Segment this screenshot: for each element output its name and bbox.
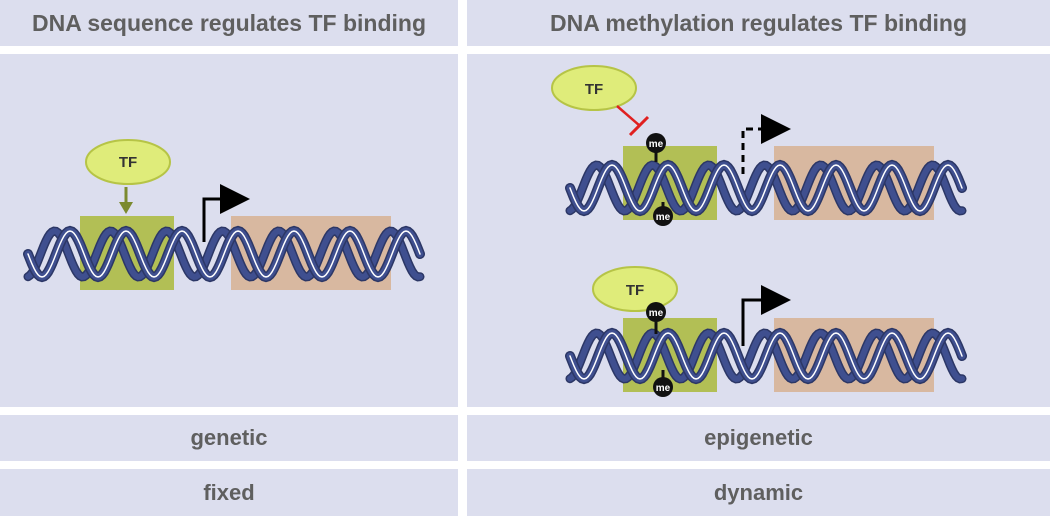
dna-back-strand-fill: [567, 330, 965, 382]
tf-label: TF: [119, 154, 137, 171]
right-diagram-svg: TF me me TF me: [551, 65, 967, 397]
tf-protein: [85, 139, 171, 185]
methyl-group-bottom-upper: [646, 302, 666, 322]
activation-arrowhead: [119, 202, 133, 214]
transcription-start-arrow-bottom: [741, 285, 791, 346]
left-mechanism-label: genetic: [0, 415, 458, 461]
tf-label-top: TF: [585, 81, 603, 98]
bound-scenario: TF me me: [565, 266, 967, 397]
inhibition-bar: [628, 115, 650, 137]
inhibition-line: [616, 105, 641, 127]
left-header: DNA sequence regulates TF binding: [0, 0, 458, 46]
dna-front-strand-highlight: [569, 332, 963, 380]
dna-helix-bottom: [565, 327, 967, 385]
dna-helix-top: [565, 159, 967, 217]
dna-front-strand-highlight: [569, 164, 963, 212]
dna-front-strand-highlight: [27, 230, 421, 278]
transcription-start-arrow: [202, 184, 250, 242]
methyl-group-bottom-lower: [653, 377, 673, 397]
methyl-label-bottom-upper: me: [649, 308, 664, 319]
tf-protein-top: [551, 65, 637, 111]
dna-back-strand-fill: [567, 162, 965, 214]
right-nature-label: dynamic: [467, 469, 1050, 516]
right-panel: TF me me TF me: [467, 54, 1050, 407]
right-header: DNA methylation regulates TF binding: [467, 0, 1050, 46]
left-diagram-svg: TF: [23, 139, 425, 290]
methyl-label-top-upper: me: [649, 139, 664, 150]
left-nature-label: fixed: [0, 469, 458, 516]
methyl-label-bottom-lower: me: [656, 383, 671, 394]
methyl-group-top-lower: [653, 206, 673, 226]
right-mechanism-label: epigenetic: [467, 415, 1050, 461]
tf-label-bottom: TF: [626, 282, 644, 299]
methyl-group-top-upper: [646, 133, 666, 153]
dna-back-strand-fill: [25, 228, 423, 280]
dna-helix: [23, 225, 425, 283]
methyl-label-top-lower: me: [656, 212, 671, 223]
blocked-scenario: TF me me: [551, 65, 967, 226]
left-panel: TF: [0, 54, 458, 407]
blocked-transcription-arrow: [741, 114, 791, 174]
tf-protein-bottom: [592, 266, 678, 312]
